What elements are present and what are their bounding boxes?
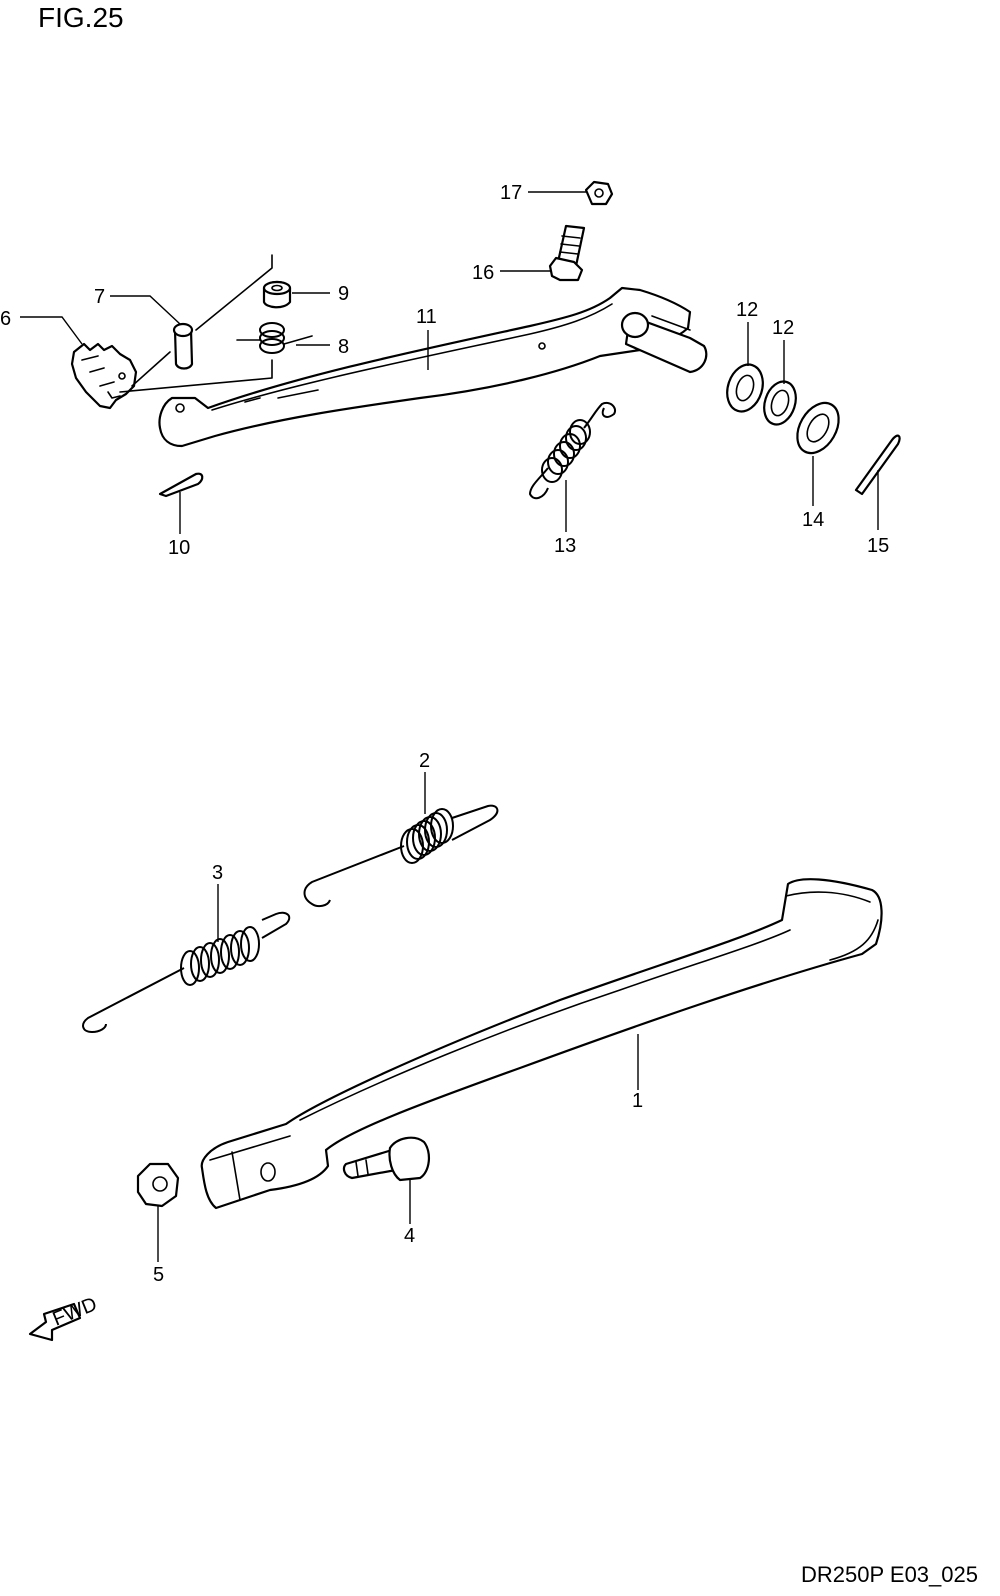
assembly-line	[131, 351, 171, 387]
callout-2: 2	[419, 750, 430, 772]
pivot-bolt-part	[342, 1136, 430, 1182]
spring-3-part	[82, 911, 291, 1034]
cotter-pin-10-part	[158, 472, 204, 498]
callout-11: 11	[416, 306, 437, 328]
leader-lines	[20, 191, 879, 1262]
drawing-code: DR250P E03_025	[801, 1562, 978, 1587]
callout-3: 3	[212, 862, 223, 884]
callout-17: 17	[500, 182, 522, 204]
nut-5-part	[136, 1162, 180, 1208]
callout-10: 10	[168, 537, 190, 559]
washer-12-part	[763, 380, 797, 426]
side-stand-part	[200, 878, 883, 1210]
spring-13-part	[528, 402, 616, 500]
callout-5: 5	[153, 1264, 164, 1286]
spring-8-part	[236, 322, 313, 354]
callout-12b: 12	[772, 317, 794, 339]
nut-17-part	[584, 180, 614, 206]
cotter-pin-15-part	[854, 434, 901, 496]
clevis-pin-part	[172, 322, 194, 370]
callout-1: 1	[632, 1090, 643, 1112]
callout-15: 15	[867, 535, 889, 557]
washer-12-part	[726, 363, 764, 413]
callout-16: 16	[472, 262, 494, 284]
callout-4: 4	[404, 1225, 415, 1247]
callout-8: 8	[338, 336, 349, 358]
assembly-line	[119, 359, 273, 393]
fwd-arrow-icon: FWD	[28, 1293, 100, 1342]
washer-14-part	[796, 401, 840, 455]
brake-pedal-part	[158, 286, 708, 448]
nut-9-part	[262, 280, 292, 309]
callout-7: 7	[94, 286, 105, 308]
fwd-label: FWD	[50, 1293, 100, 1330]
assembly-line	[195, 254, 273, 331]
figure-title: FIG.25	[38, 2, 124, 33]
callout-12a: 12	[736, 299, 758, 321]
callout-9: 9	[338, 283, 349, 305]
callout-13: 13	[554, 535, 576, 557]
pedal-tip-part	[70, 342, 138, 410]
bolt-16-part	[548, 224, 586, 282]
callout-6: 6	[0, 308, 11, 330]
spring-2-part	[303, 804, 499, 908]
callout-14: 14	[802, 509, 824, 531]
